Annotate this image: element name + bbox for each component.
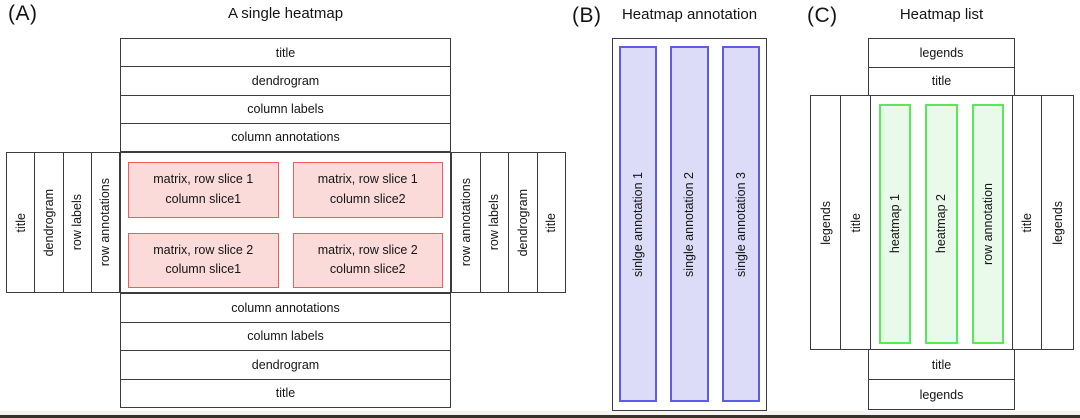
- c-heatmap-list-body: heatmap 1 heatmap 2 row annotation: [870, 96, 1012, 349]
- c-bottom-legends-box: legends: [869, 379, 1014, 409]
- a-left-row-annotations-box: row annotations: [90, 153, 119, 292]
- panel-c-title: Heatmap list: [899, 6, 984, 23]
- annotation-bar-2-label: single annotation 2: [682, 171, 697, 277]
- a-left-row-annotations-label: row annotations: [98, 178, 113, 267]
- c-bottom-title-label: title: [931, 357, 952, 372]
- c-right-title-label: title: [1020, 212, 1034, 233]
- a-right-title-label: title: [544, 212, 559, 233]
- a-left-row-labels-box: row labels: [62, 153, 91, 292]
- a-top-column-annotations-box: column annotations: [121, 122, 450, 151]
- a-bottom-column-annotations-box: column annotations: [121, 294, 450, 322]
- a-right-row-annotations-label: row annotations: [458, 178, 473, 267]
- matrix-slice-r2c1-line2: column slice1: [165, 262, 242, 277]
- c-right-title-box: title: [1012, 96, 1041, 349]
- a-right-dendrogram-label: dendrogram: [515, 188, 530, 257]
- a-left-dendrogram-label: dendrogram: [41, 188, 56, 257]
- panel-c-top-stack: legends title: [868, 38, 1015, 96]
- row-annotation-bar: row annotation: [971, 104, 1004, 344]
- c-top-legends-label: legends: [919, 45, 964, 60]
- c-left-legends-label: legends: [818, 200, 833, 245]
- c-left-title-box: title: [840, 96, 870, 349]
- c-right-legends-box: legends: [1041, 96, 1073, 349]
- heatmap-1-label: heatmap 1: [888, 194, 903, 254]
- heatmap-1-bar: heatmap 1: [879, 104, 912, 344]
- panel-a-right-stack: row annotations row labels dendrogram ti…: [451, 152, 566, 293]
- c-left-legends-box: legends: [811, 96, 840, 349]
- matrix-slice-r2c1: matrix, row slice 2 column slice1: [128, 232, 279, 288]
- a-bottom-title-box: title: [121, 378, 450, 408]
- a-left-dendrogram-box: dendrogram: [34, 153, 62, 292]
- a-top-title-box: title: [121, 39, 450, 66]
- matrix-slice-r2c2-line1: matrix, row slice 2: [317, 242, 418, 257]
- c-bottom-title-box: title: [869, 350, 1014, 379]
- matrix-slice-r1c2-line1: matrix, row slice 1: [317, 172, 418, 187]
- panel-a-matrix-body: matrix, row slice 1 column slice1 matrix…: [120, 152, 451, 293]
- panel-c-bottom-stack: title legends: [868, 349, 1015, 410]
- a-top-column-annotations-label: column annotations: [231, 130, 340, 145]
- matrix-slice-r2c2: matrix, row slice 2 column slice2: [292, 232, 443, 288]
- a-top-dendrogram-box: dendrogram: [121, 66, 450, 94]
- a-bottom-column-labels-box: column labels: [121, 321, 450, 351]
- annotation-bar-3: single annotation 3: [721, 46, 760, 402]
- matrix-slice-r1c1: matrix, row slice 1 column slice1: [128, 162, 279, 218]
- annotation-bar-1: sinlge annotation 1: [619, 46, 658, 402]
- c-top-title-box: title: [869, 66, 1014, 96]
- panel-b-title: Heatmap annotation: [621, 6, 758, 23]
- c-top-legends-box: legends: [869, 39, 1014, 67]
- c-top-title-label: title: [931, 74, 952, 89]
- heatmap-2-bar: heatmap 2: [925, 104, 958, 344]
- matrix-slice-r1c1-line1: matrix, row slice 1: [153, 172, 254, 187]
- a-top-title-label: title: [275, 45, 296, 60]
- c-bottom-legends-label: legends: [919, 387, 964, 402]
- a-bottom-dendrogram-label: dendrogram: [251, 357, 320, 372]
- heatmap-2-label: heatmap 2: [934, 194, 949, 254]
- a-bottom-title-label: title: [275, 386, 296, 401]
- a-right-row-labels-label: row labels: [487, 194, 502, 251]
- a-top-column-labels-label: column labels: [247, 102, 324, 117]
- a-left-title-box: title: [7, 153, 34, 292]
- matrix-slice-r2c1-line1: matrix, row slice 2: [153, 242, 254, 257]
- a-bottom-column-labels-label: column labels: [247, 329, 324, 344]
- a-bottom-column-annotations-label: column annotations: [231, 300, 340, 315]
- a-right-row-annotations-box: row annotations: [452, 153, 480, 292]
- panel-a-bottom-stack: column annotations column labels dendrog…: [120, 293, 451, 408]
- panel-b-annotation-box: sinlge annotation 1 single annotation 2 …: [612, 38, 767, 411]
- panel-a-label: (A): [8, 2, 38, 25]
- a-bottom-dendrogram-box: dendrogram: [121, 350, 450, 379]
- c-right-legends-label: legends: [1050, 200, 1065, 245]
- a-left-row-labels-label: row labels: [70, 194, 85, 251]
- matrix-slice-r1c2: matrix, row slice 1 column slice2: [292, 162, 443, 218]
- panel-c-middle-band: legends title heatmap 1 heatmap 2 row an…: [810, 95, 1074, 350]
- row-annotation-label: row annotation: [980, 182, 995, 265]
- matrix-slice-r1c1-line2: column slice1: [165, 191, 242, 206]
- bottom-edge-bar: [0, 415, 1080, 418]
- a-right-title-box: title: [536, 153, 566, 292]
- panel-a-left-stack: title dendrogram row labels row annotati…: [6, 152, 120, 293]
- annotation-bar-3-label: single annotation 3: [733, 171, 748, 277]
- a-left-title-label: title: [13, 212, 28, 233]
- c-left-title-label: title: [848, 212, 863, 233]
- panel-a-top-stack: title dendrogram column labels column an…: [120, 38, 451, 152]
- matrix-slice-r1c2-line2: column slice2: [329, 191, 406, 206]
- panel-a-title: A single heatmap: [227, 5, 344, 22]
- annotation-bar-2: single annotation 2: [670, 46, 709, 402]
- panel-b-label: (B): [572, 4, 602, 27]
- a-right-dendrogram-box: dendrogram: [508, 153, 537, 292]
- a-top-column-labels-box: column labels: [121, 94, 450, 123]
- a-right-row-labels-box: row labels: [479, 153, 509, 292]
- annotation-bar-1-label: sinlge annotation 1: [631, 171, 646, 277]
- a-top-dendrogram-label: dendrogram: [251, 73, 320, 88]
- panel-c-label: (C): [807, 4, 838, 27]
- bottom-light-strip: [0, 411, 1080, 415]
- matrix-slice-r2c2-line2: column slice2: [329, 262, 406, 277]
